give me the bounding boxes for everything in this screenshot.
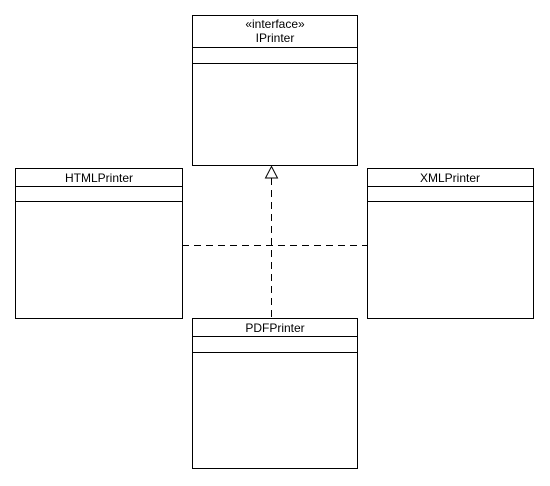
xmlprinter-name: XMLPrinter xyxy=(420,171,480,185)
htmlprinter-name: HTMLPrinter xyxy=(65,171,133,185)
class-htmlprinter[interactable]: HTMLPrinter xyxy=(15,168,183,319)
iprinter-name: IPrinter xyxy=(256,31,295,45)
htmlprinter-box xyxy=(15,168,183,319)
realization-connectors xyxy=(182,165,367,318)
iprinter-stereotype: «interface» xyxy=(245,17,305,31)
iprinter-box xyxy=(192,15,358,166)
pdfprinter-box xyxy=(192,318,358,469)
realization-arrowhead xyxy=(264,165,279,179)
class-iprinter[interactable]: «interface» IPrinter xyxy=(192,15,358,166)
pdfprinter-name: PDFPrinter xyxy=(245,321,304,335)
class-pdfprinter[interactable]: PDFPrinter xyxy=(192,318,358,469)
xmlprinter-box xyxy=(367,168,534,319)
class-xmlprinter[interactable]: XMLPrinter xyxy=(367,168,534,319)
